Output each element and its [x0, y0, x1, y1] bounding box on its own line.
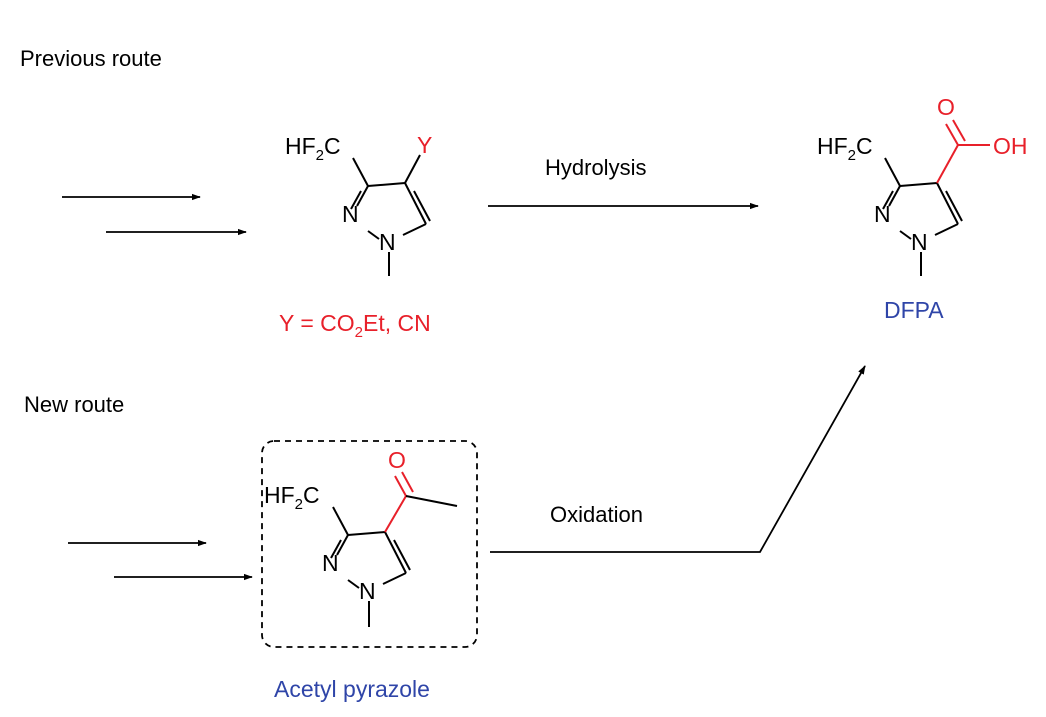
new-route-label: New route	[24, 392, 124, 417]
ring-double-bond-c4-c5	[393, 539, 411, 571]
ring-bond-n2-n1	[367, 230, 380, 240]
ring-bond-c4-c5	[936, 182, 959, 225]
ring-bond-c3-n2	[888, 185, 901, 207]
ring-carboxyl-bond	[936, 144, 959, 184]
acetyl-pyrazole-highlight-box	[261, 440, 478, 648]
carbonyl-bond	[945, 123, 959, 146]
ring-bond-c3-c4	[367, 182, 406, 187]
intermediate-pyrazole-structure: HF2C Y N N	[285, 132, 432, 276]
intermediate-caption: Y = CO2Et, CN	[279, 310, 431, 341]
ring-double-bond-c3-n2	[882, 190, 894, 210]
previous-route-label: Previous route	[20, 46, 162, 71]
ring-bond-c3-c4	[899, 182, 938, 187]
ring-double-bond-c4-c5	[945, 190, 963, 222]
cf2-ring-bond	[884, 157, 901, 187]
ring-double-bond-c3-n2	[350, 190, 362, 210]
ring-y-bond	[404, 154, 421, 184]
carbonyl-oxygen: O	[937, 94, 955, 120]
nitrogen-n1: N	[359, 578, 376, 604]
acetyl-methyl-bond	[405, 495, 458, 507]
dfpa-structure: HF2C O OH N N	[817, 94, 1028, 276]
oxidation-label: Oxidation	[550, 502, 643, 527]
carbonyl-double-bond	[952, 119, 966, 142]
ring-bond-c3-c4	[347, 531, 386, 536]
difluoromethyl-group: HF2C	[817, 133, 873, 164]
cf2-ring-bond	[352, 157, 369, 187]
oxidation-arrow	[490, 365, 866, 553]
acetyl-carbonyl-bond	[394, 475, 407, 497]
nitrogen-n1: N	[379, 229, 396, 255]
nitrogen-n2: N	[874, 201, 891, 227]
y-substituent: Y	[417, 132, 432, 158]
ring-bond-c5-n1	[382, 572, 407, 585]
ring-bond-c4-c5	[384, 531, 407, 574]
nitrogen-n1: N	[911, 229, 928, 255]
ring-bond-c5-n1	[934, 223, 959, 236]
difluoromethyl-group: HF2C	[285, 133, 341, 164]
ring-bond-c5-n1	[402, 223, 427, 236]
dfpa-caption: DFPA	[884, 297, 944, 323]
ring-bond-c3-n2	[336, 534, 349, 556]
nitrogen-n2: N	[342, 201, 359, 227]
difluoromethyl-group: HF2C	[264, 482, 320, 513]
ring-bond-c3-n2	[356, 185, 369, 207]
nitrogen-n2: N	[322, 550, 339, 576]
acetyl-pyrazole-caption: Acetyl pyrazole	[274, 676, 430, 702]
acetyl-carbonyl-double-bond	[401, 471, 414, 493]
ring-double-bond-c4-c5	[413, 190, 431, 222]
cf2-ring-bond	[332, 506, 349, 536]
hydroxyl-group: OH	[993, 133, 1028, 159]
hydrolysis-label: Hydrolysis	[545, 155, 646, 180]
ring-bond-c4-c5	[404, 182, 427, 225]
ring-bond-n2-n1	[899, 230, 912, 240]
ring-bond-n2-n1	[347, 579, 360, 589]
ring-double-bond-c3-n2	[330, 539, 342, 559]
acetyl-oxygen: O	[388, 447, 406, 473]
acetyl-pyrazole-structure: HF2C O N N	[264, 447, 458, 627]
ring-acetyl-bond	[384, 495, 407, 533]
